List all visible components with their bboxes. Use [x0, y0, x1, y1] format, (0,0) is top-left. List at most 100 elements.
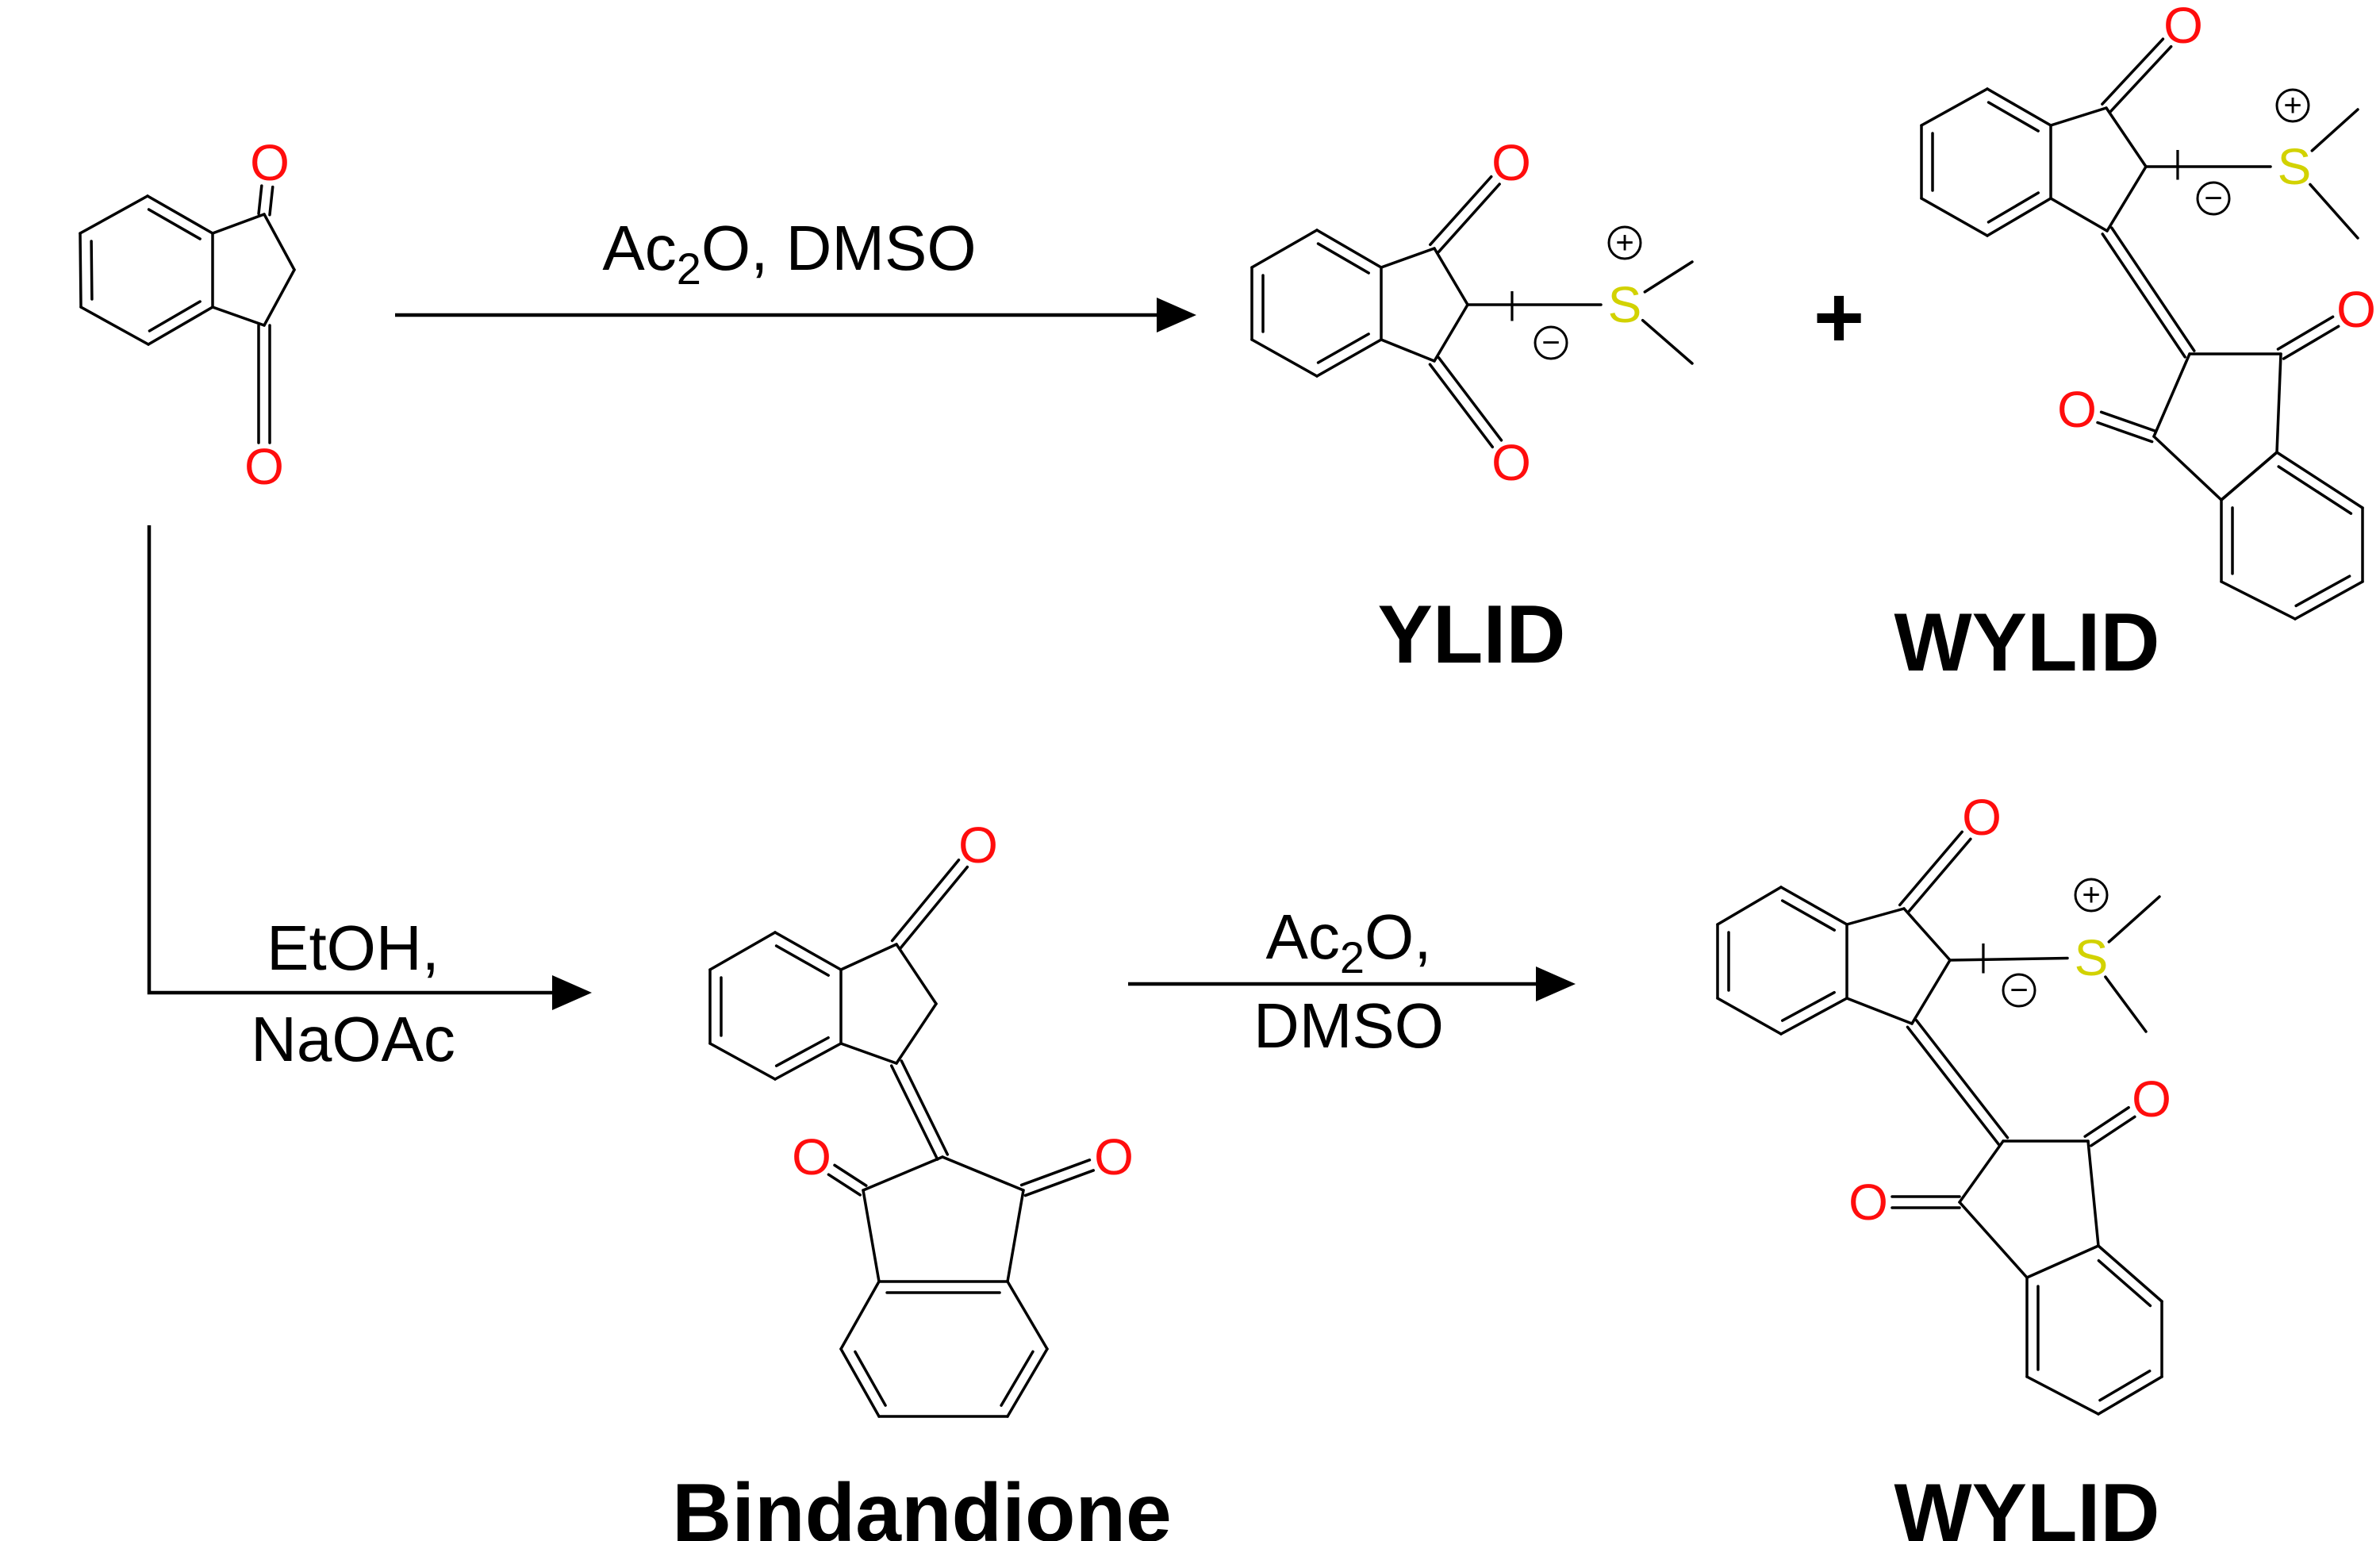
carbonyl-bond	[2282, 325, 2340, 360]
positive-charge: +	[2283, 88, 2301, 123]
carbonyl-bond	[2109, 44, 2173, 113]
ring-bond	[1986, 197, 2052, 237]
double-bond-inner	[1780, 990, 1836, 1022]
negative-charge: −	[1541, 325, 1560, 360]
s-methyl-bond	[2104, 975, 2148, 1033]
negative-charge-circle	[2196, 181, 2231, 216]
s-methyl-bond	[1641, 318, 1694, 365]
ylid-structure: OOS+−|	[1250, 134, 1694, 491]
ring-bond	[1920, 87, 1989, 127]
bond	[1845, 907, 1906, 926]
bond	[1845, 997, 1914, 1025]
oxygen-atom: O	[250, 134, 290, 191]
bond	[263, 213, 296, 271]
bond	[1902, 907, 1952, 962]
double-bond-inner	[1316, 242, 1370, 275]
ring-bond	[2294, 580, 2364, 621]
ring-bond	[1250, 229, 1319, 269]
negative-charge-circle	[2002, 973, 2036, 1008]
bindandione-label: Bindandione	[672, 1467, 1172, 1541]
carbonyl-bond	[1914, 1018, 2010, 1139]
ring-bond	[79, 194, 149, 235]
ring-bond	[2220, 451, 2278, 501]
bond	[862, 1155, 944, 1192]
s-methyl-bond	[2107, 895, 2161, 943]
double-bond-inner	[854, 1350, 887, 1407]
double-bond-inner	[1987, 191, 2040, 224]
ring-bond	[1779, 886, 1848, 926]
bond	[1380, 247, 1436, 269]
double-bond-inner	[2277, 465, 2353, 515]
negative-charge-circle	[1534, 325, 1568, 360]
positive-charge-circle	[2074, 878, 2109, 913]
bond	[1958, 1139, 2005, 1204]
oxygen-atom: O	[2132, 1070, 2171, 1128]
ylid-label: YLID	[1378, 589, 1566, 681]
arrow-top	[395, 298, 1196, 332]
carbonyl-bond	[2083, 1105, 2130, 1138]
sulfur-atom: S	[1608, 276, 1642, 333]
ring-bond	[2025, 1375, 2100, 1416]
bond	[862, 1189, 881, 1283]
double-bond-inner	[774, 1036, 830, 1067]
wylid-structure-top: OS+−|OO	[1920, 0, 2376, 621]
oxygen-atom: O	[1491, 434, 1531, 491]
bond	[1433, 303, 1469, 363]
ring-bond	[1716, 997, 1783, 1036]
carbanion-lone-pair: |	[2174, 145, 2182, 180]
carbonyl-bond	[1019, 1159, 1092, 1187]
carbonyl-bond	[2276, 315, 2335, 351]
ring-bond	[839, 1280, 881, 1351]
ring-bond	[2025, 1244, 2100, 1279]
wylid-structure-bottom: OS+−|OO	[1716, 789, 2171, 1416]
oxygen-atom: O	[958, 817, 998, 874]
negative-charge: −	[2204, 181, 2222, 216]
double-bond-inner	[147, 208, 202, 240]
carbonyl-bond	[268, 185, 274, 217]
bond	[1958, 1201, 2029, 1279]
carbonyl-bond	[2099, 410, 2158, 433]
carbonyl-bond	[257, 184, 263, 216]
oxygen-atom: O	[244, 438, 284, 495]
double-bond-inner	[1000, 1350, 1035, 1407]
bindandione-structure: OOO	[708, 817, 1134, 1418]
bond	[263, 268, 296, 327]
ring-bond	[1920, 197, 1989, 237]
carbonyl-bond	[1906, 837, 1972, 914]
bond	[1910, 959, 1952, 1025]
bond	[1006, 1189, 1025, 1283]
bond	[2275, 352, 2282, 454]
double-bond-inner	[148, 300, 202, 332]
oxygen-atom: O	[2057, 381, 2097, 438]
carbonyl-bond	[1023, 1169, 1096, 1197]
ring-bond	[1315, 338, 1383, 378]
carbonyl-bond	[2101, 37, 2165, 106]
carbonyl-bond	[2096, 421, 2154, 444]
ring-bond	[1315, 229, 1383, 269]
ring-bond	[774, 931, 843, 971]
bond	[211, 306, 266, 327]
plus-sign: +	[1814, 269, 1864, 367]
carbonyl-bond	[900, 1059, 950, 1156]
ring-bond	[774, 1042, 843, 1081]
bond	[1380, 338, 1436, 363]
top-reaction-conditions: Ac2O, DMSO	[602, 213, 976, 294]
oxygen-atom: O	[2163, 0, 2203, 54]
positive-charge-circle	[1607, 225, 1642, 260]
ring-bond	[79, 306, 150, 346]
double-bond-inner	[1316, 332, 1370, 364]
oxygen-atom: O	[792, 1128, 831, 1186]
double-bond-inner	[1780, 899, 1837, 932]
ring-bond	[1716, 886, 1783, 926]
arrow-bottom	[1128, 966, 1576, 1001]
bond	[2049, 106, 2108, 127]
bond	[839, 1042, 898, 1065]
bond	[2049, 197, 2109, 232]
bottom-reaction-conditions-line2: DMSO	[1253, 990, 1444, 1061]
bond	[839, 943, 898, 971]
double-bond-inner	[90, 240, 94, 301]
oxygen-atom: O	[1491, 134, 1531, 191]
carbanion-lone-pair: |	[1508, 286, 1516, 321]
ring-bond	[2220, 580, 2297, 621]
carbonyl-bond	[2090, 1115, 2136, 1147]
